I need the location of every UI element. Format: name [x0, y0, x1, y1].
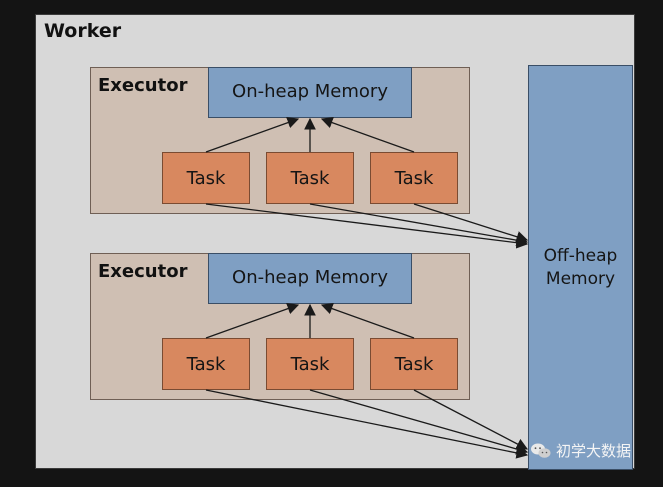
arrow-t22-offheap [309, 389, 529, 455]
task-1-3: Task [370, 152, 458, 204]
executor-title-2: Executor [98, 261, 188, 282]
watermark: 初学大数据 [530, 440, 631, 461]
worker-title: Worker [44, 20, 122, 42]
arrow-t13-onheap [320, 117, 415, 153]
onheap-memory-1: On-heap Memory [208, 67, 412, 118]
task-2-1: Task [162, 338, 250, 390]
arrow-t11-onheap [205, 117, 300, 153]
offheap-line1: Off-heap [543, 245, 618, 266]
offheap-line2: Memory [545, 268, 616, 289]
task-2-3: Task [370, 338, 458, 390]
arrow-t13-offheap [413, 203, 529, 243]
task-2-2: Task [266, 338, 354, 390]
arrow-t11-offheap [205, 203, 529, 249]
arrow-t21-onheap [205, 303, 300, 339]
watermark-text: 初学大数据 [556, 442, 632, 460]
arrow-t21-offheap [205, 389, 529, 459]
arrow-t23-onheap [320, 303, 415, 339]
wechat-icon [531, 443, 551, 458]
onheap-memory-2: On-heap Memory [208, 253, 412, 304]
arrow-t23-offheap [413, 389, 529, 450]
executor-title-1: Executor [98, 75, 188, 96]
task-1-1: Task [162, 152, 250, 204]
arrow-t12-offheap [309, 203, 529, 246]
offheap-memory: Off-heap Memory [528, 65, 633, 470]
task-1-2: Task [266, 152, 354, 204]
